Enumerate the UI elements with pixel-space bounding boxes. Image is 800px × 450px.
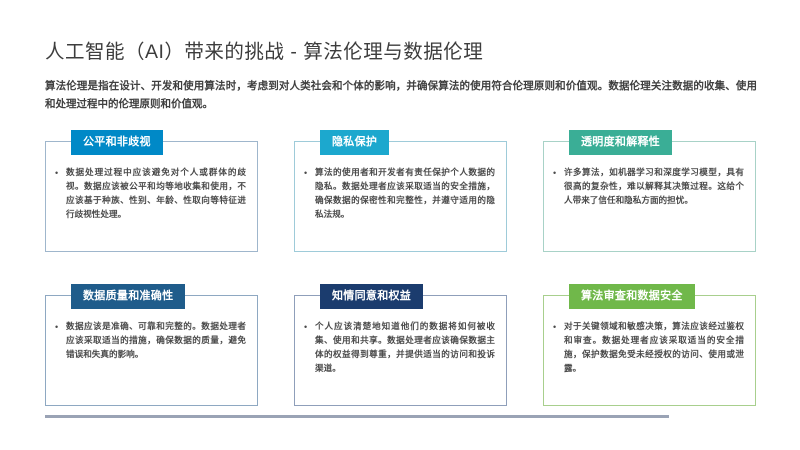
card-body-text: 个人应该清楚地知道他们的数据将如何被收集、使用和共享。数据处理者应该确保数据主体…: [315, 321, 495, 373]
concept-card-audit-security[interactable]: 算法审查和数据安全 • 对于关键领域和敏感决策，算法应该经过鉴权和审查。数据处理…: [543, 284, 756, 406]
concept-card-privacy[interactable]: 隐私保护 • 算法的使用者和开发者有责任保护个人数据的隐私。数据处理者应该采取适…: [294, 130, 507, 252]
concept-card-fairness[interactable]: 公平和非歧视 • 数据处理过程中应该避免对个人或群体的歧视。数据应该被公平和均等…: [45, 130, 258, 252]
card-body-text: 数据应该是准确、可靠和完整的。数据处理者应该采取适当的措施，确保数据的质量，避免…: [66, 321, 246, 359]
card-title: 算法审查和数据安全: [581, 290, 683, 302]
footer-divider: [45, 415, 669, 418]
card-header-band: 隐私保护: [320, 130, 390, 155]
card-body: • 算法的使用者和开发者有责任保护个人数据的隐私。数据处理者应该采取适当的安全措…: [294, 166, 507, 222]
card-body: • 数据应该是准确、可靠和完整的。数据处理者应该采取适当的措施，确保数据的质量，…: [45, 320, 258, 362]
card-title: 知情同意和权益: [332, 290, 412, 302]
concept-card-data-quality[interactable]: 数据质量和准确性 • 数据应该是准确、可靠和完整的。数据处理者应该采取适当的措施…: [45, 284, 258, 406]
card-outline: [294, 295, 507, 406]
concept-card-grid: 公平和非歧视 • 数据处理过程中应该避免对个人或群体的歧视。数据应该被公平和均等…: [45, 130, 757, 406]
card-body-text: 数据处理过程中应该避免对个人或群体的歧视。数据应该被公平和均等地收集和使用，不应…: [66, 167, 246, 219]
card-outline: [543, 141, 756, 252]
card-body: • 个人应该清楚地知道他们的数据将如何被收集、使用和共享。数据处理者应该确保数据…: [294, 320, 507, 376]
card-body-text: 许多算法，如机器学习和深度学习模型，具有很高的复杂性，难以解释其决策过程。这给个…: [564, 167, 744, 205]
card-title: 透明度和解释性: [581, 136, 661, 148]
card-header-band: 知情同意和权益: [320, 284, 424, 309]
intro-paragraph: 算法伦理是指在设计、开发和使用算法时，考虑到对人类社会和个体的影响，并确保算法的…: [45, 79, 757, 110]
bullet-icon: •: [304, 168, 308, 178]
bullet-icon: •: [55, 168, 59, 178]
bullet-icon: •: [553, 322, 557, 332]
card-outline: [294, 141, 507, 252]
card-header-band: 透明度和解释性: [569, 130, 673, 155]
card-outline: [45, 295, 258, 406]
concept-card-transparency[interactable]: 透明度和解释性 • 许多算法，如机器学习和深度学习模型，具有很高的复杂性，难以解…: [543, 130, 756, 252]
card-header-band: 算法审查和数据安全: [569, 284, 695, 309]
card-title: 隐私保护: [332, 136, 378, 148]
card-body: • 许多算法，如机器学习和深度学习模型，具有很高的复杂性，难以解释其决策过程。这…: [543, 166, 756, 208]
card-outline: [45, 141, 258, 252]
bullet-icon: •: [55, 322, 59, 332]
card-body: • 对于关键领域和敏感决策，算法应该经过鉴权和审查。数据处理者应该采取适当的安全…: [543, 320, 756, 376]
card-body-text: 对于关键领域和敏感决策，算法应该经过鉴权和审查。数据处理者应该采取适当的安全措施…: [564, 321, 744, 373]
card-title: 公平和非歧视: [83, 136, 151, 148]
card-body-text: 算法的使用者和开发者有责任保护个人数据的隐私。数据处理者应该采取适当的安全措施，…: [315, 167, 495, 219]
card-header-band: 公平和非歧视: [71, 130, 163, 155]
card-title: 数据质量和准确性: [83, 290, 174, 302]
card-body: • 数据处理过程中应该避免对个人或群体的歧视。数据应该被公平和均等地收集和使用，…: [45, 166, 258, 222]
bullet-icon: •: [553, 168, 557, 178]
page-title: 人工智能（AI）带来的挑战 - 算法伦理与数据伦理: [45, 41, 484, 64]
card-header-band: 数据质量和准确性: [71, 284, 186, 309]
bullet-icon: •: [304, 322, 308, 332]
concept-card-informed-consent[interactable]: 知情同意和权益 • 个人应该清楚地知道他们的数据将如何被收集、使用和共享。数据处…: [294, 284, 507, 406]
